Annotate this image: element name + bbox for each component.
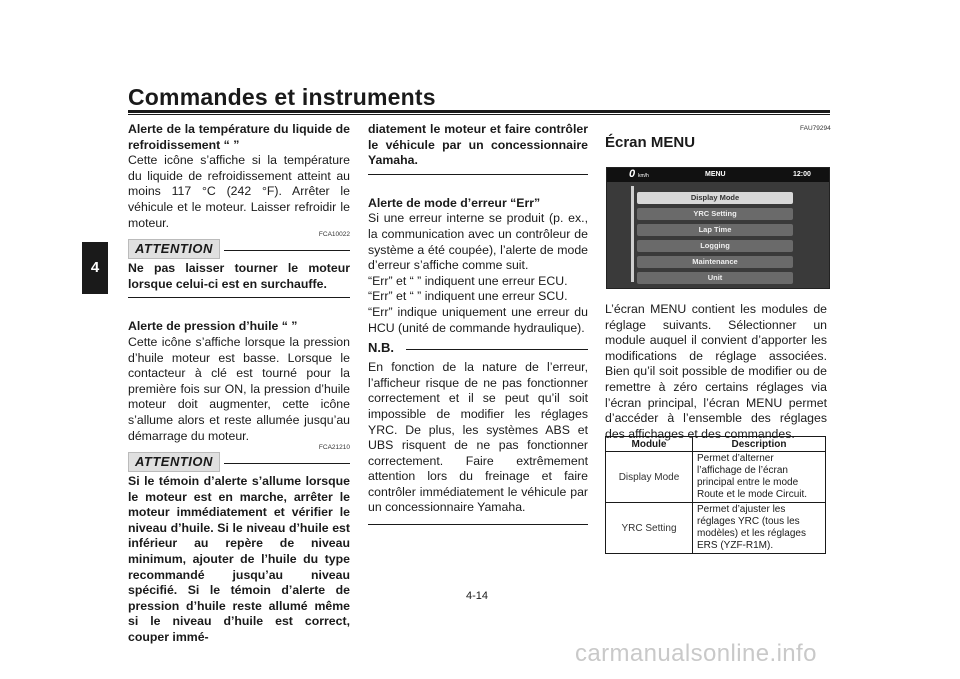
menu-screen-illustration: 0 km/h MENU 12:00 Display Mode YRC Setti… bbox=[606, 167, 830, 289]
note-heading: N.B. bbox=[368, 340, 588, 360]
menu-description: L’écran MENU contient les modules de rég… bbox=[605, 302, 827, 442]
header-rule-thin bbox=[128, 114, 830, 115]
menu-item-yrc-setting: YRC Setting bbox=[637, 208, 793, 220]
attention-text-1: Ne pas laisser tourner le moteur lorsque… bbox=[128, 261, 350, 291]
section-title: Écran MENU bbox=[605, 134, 696, 151]
table-row: YRC Setting Permet d’ajuster les réglage… bbox=[605, 502, 826, 554]
menu-item-maintenance: Maintenance bbox=[637, 256, 793, 268]
attention-badge-1: ATTENTION bbox=[128, 239, 220, 259]
error-mode-title: Alerte de mode d’erreur “Err” bbox=[368, 195, 541, 210]
table-cell-module: Display Mode bbox=[605, 451, 693, 503]
menu-item-lap-time: Lap Time bbox=[637, 224, 793, 236]
attention-badge-2: ATTENTION bbox=[128, 452, 220, 472]
page-number: 4-14 bbox=[466, 590, 489, 602]
separator-1 bbox=[128, 297, 350, 299]
table-header-module: Module bbox=[605, 436, 693, 452]
module-table: Module Description Display Mode Permet d… bbox=[605, 436, 826, 554]
chapter-tab: 4 bbox=[82, 242, 108, 294]
screen-status-bar: 0 km/h MENU 12:00 bbox=[607, 168, 829, 182]
menu-item-unit: Unit bbox=[637, 272, 793, 284]
note-rule bbox=[406, 349, 588, 351]
menu-item-logging: Logging bbox=[637, 240, 793, 252]
note-text: En fonction de la nature de l’erreur, l’… bbox=[368, 360, 588, 515]
coolant-alert-title: Alerte de la température du liquide de r… bbox=[128, 122, 350, 152]
screen-speed-unit: km/h bbox=[638, 173, 649, 179]
oil-pressure-text: Cette icône s’affiche lorsque la pressio… bbox=[128, 334, 350, 443]
attention-block-2: FCA21210 ATTENTION bbox=[128, 444, 350, 474]
screen-clock: 12:00 bbox=[793, 171, 811, 178]
attention-code-2: FCA21210 bbox=[318, 444, 350, 452]
screen-speed: 0 bbox=[629, 168, 636, 180]
error-line-hcu: “Err” indique uniquement une erreur du H… bbox=[368, 304, 588, 335]
table-cell-module: YRC Setting bbox=[605, 502, 693, 554]
header-rule bbox=[128, 110, 830, 113]
attention-text-2-continued: diatement le moteur et faire contrôler l… bbox=[368, 122, 588, 168]
table-header-description: Description bbox=[692, 436, 826, 452]
separator-2 bbox=[368, 173, 588, 175]
menu-item-display-mode: Display Mode bbox=[637, 192, 793, 204]
error-line-ecu: “Err” et “ ” indiquent une erreur ECU. bbox=[368, 273, 568, 288]
attention-text-2: Si le témoin d’alerte s’allume lorsque l… bbox=[128, 474, 350, 645]
separator-3 bbox=[368, 524, 588, 526]
table-row: Display Mode Permet d’alterner l’afficha… bbox=[605, 451, 826, 503]
column-1: Alerte de la température du liquide de r… bbox=[128, 122, 350, 646]
screen-scrollbar bbox=[631, 186, 634, 282]
attention-rule-2 bbox=[224, 463, 350, 465]
column-2: diatement le moteur et faire contrôler l… bbox=[368, 122, 588, 531]
attention-code-1: FCA10022 bbox=[318, 231, 350, 239]
menu-body-text: L’écran MENU contient les modules de rég… bbox=[605, 302, 827, 441]
section-code: FAU79294 bbox=[800, 125, 831, 132]
watermark: carmanualsonline.info bbox=[575, 640, 817, 667]
table-header-row: Module Description bbox=[605, 436, 826, 452]
page-header-title: Commandes et instruments bbox=[128, 84, 436, 110]
table-cell-description: Permet d’alterner l’affichage de l’écran… bbox=[692, 451, 826, 503]
attention-block-1: FCA10022 ATTENTION bbox=[128, 231, 350, 261]
table-cell-description: Permet d’ajuster les réglages YRC (tous … bbox=[692, 502, 826, 554]
attention-rule-1 bbox=[224, 250, 350, 252]
error-mode-text: Si une erreur interne se produit (p. ex.… bbox=[368, 211, 588, 273]
coolant-alert-text: Cette icône s’affiche si la température … bbox=[128, 153, 350, 230]
oil-pressure-title: Alerte de pression d’huile “ ” bbox=[128, 319, 298, 334]
screen-title: MENU bbox=[705, 171, 726, 178]
note-label: N.B. bbox=[368, 340, 394, 356]
error-line-scu: “Err” et “ ” indiquent une erreur SCU. bbox=[368, 289, 568, 304]
